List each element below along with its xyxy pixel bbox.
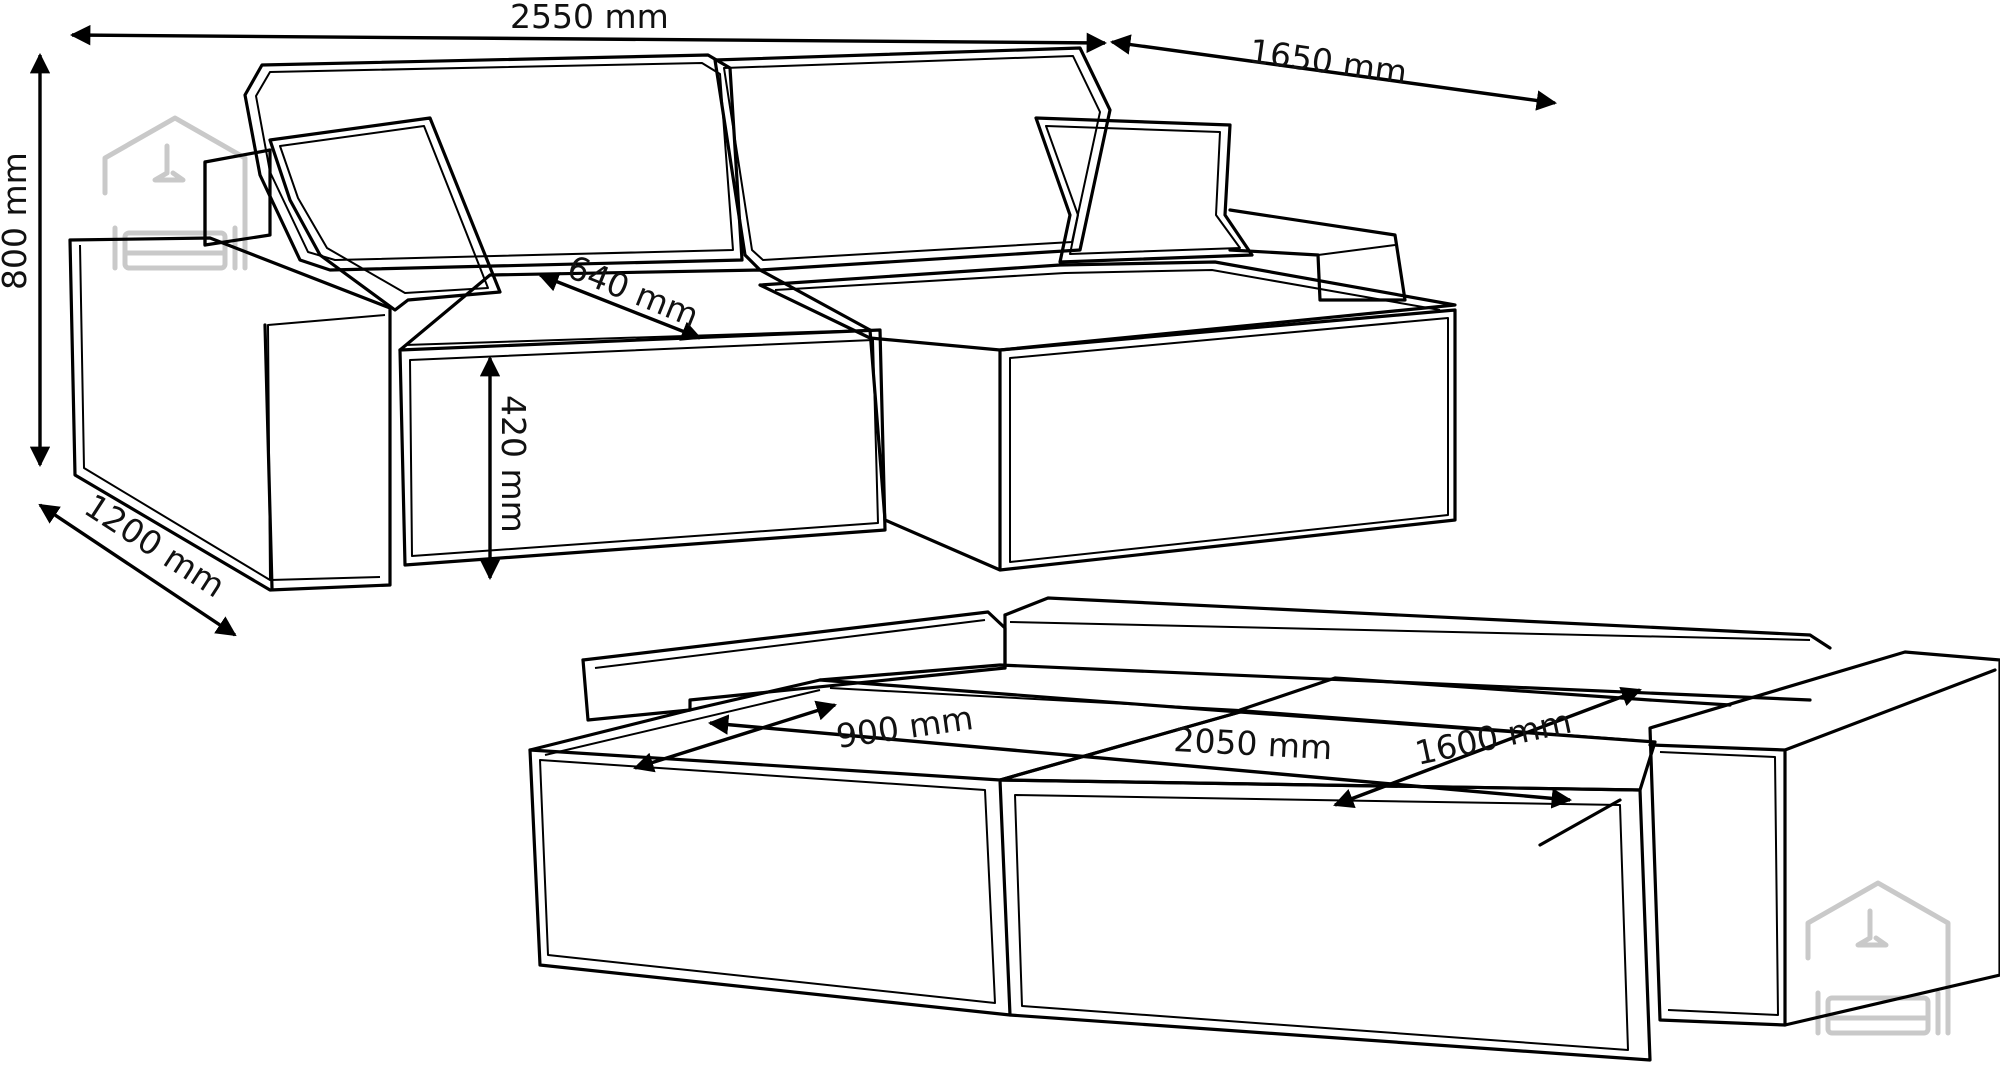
- bed-width-dimension-line: [1333, 686, 1642, 809]
- width-dimension-line: [69, 24, 1108, 54]
- bed-length-label: 2050 mm: [1173, 720, 1334, 767]
- house-sofa-logo-icon: [1805, 880, 1951, 1036]
- bed-width-label: 1600 mm: [1412, 702, 1575, 773]
- seat-depth-dimension-line: [538, 272, 702, 341]
- seat-height-label: 420 mm: [494, 395, 533, 533]
- chaise-length-label: 1650 mm: [1247, 31, 1410, 92]
- bed-chaise-width-label: 900 mm: [834, 698, 976, 756]
- height-label: 800 mm: [0, 152, 34, 290]
- sofa-bed-drawing: [528, 596, 2000, 1062]
- total-width-label: 2550 mm: [510, 0, 669, 36]
- depth-dimension-line: [38, 503, 237, 637]
- house-sofa-logo-icon: [102, 115, 248, 271]
- dimension-lines: [29, 24, 1642, 809]
- bed-chaise-dimension-line: [633, 700, 837, 773]
- corner-sofa-drawing: [68, 46, 1457, 592]
- chaise-dimension-line: [1109, 34, 1558, 111]
